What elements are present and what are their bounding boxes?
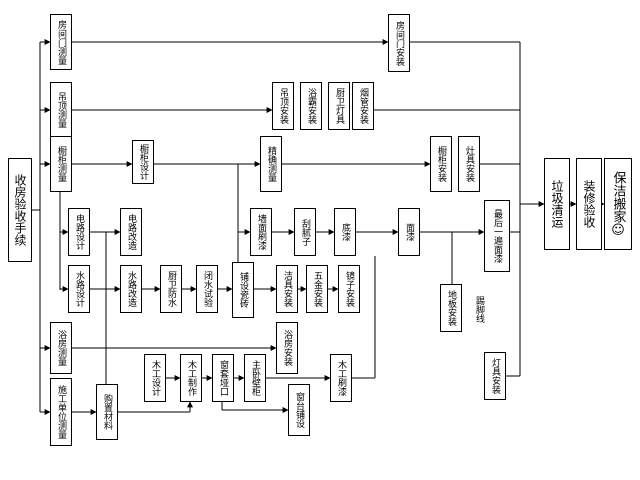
node-label: 精确测量 bbox=[266, 146, 276, 182]
node-shigong-celiang: 施工单位测量 bbox=[50, 378, 72, 446]
node-guanicizi: 刮腻子 bbox=[294, 208, 316, 256]
node-label: 保洁搬家☺ bbox=[610, 170, 626, 238]
node-dianlu-sheji: 电路设计 bbox=[68, 208, 90, 256]
node-label: 房间门安装 bbox=[394, 20, 404, 66]
node-label: 灯具安装 bbox=[490, 358, 500, 394]
node-chugui-sheji: 橱柜设计 bbox=[132, 140, 154, 184]
node-label: 洁具安装 bbox=[282, 271, 292, 307]
node-label: 墙面刷漆 bbox=[256, 214, 266, 250]
node-label: 面漆 bbox=[404, 223, 414, 241]
node-diaoding-celiang: 吊顶测量 bbox=[50, 82, 72, 138]
node-chuwei-fangshui: 厨卫防水 bbox=[160, 265, 182, 313]
node-label: 窗台铺设 bbox=[294, 392, 304, 428]
node-label: 镜子安装 bbox=[344, 271, 354, 307]
node-laji-qingyun: 垃圾清运 bbox=[544, 158, 570, 250]
node-tijiaoxian: 踢脚线 bbox=[468, 286, 490, 332]
node-shuilu-sheji: 水路设计 bbox=[68, 265, 90, 313]
node-chugui-celiang: 橱柜测量 bbox=[50, 136, 72, 192]
node-dianlu-gaizao: 电路改造 bbox=[120, 208, 142, 256]
node-label: 吊顶测量 bbox=[56, 92, 66, 128]
node-label: 垃圾清运 bbox=[550, 180, 564, 228]
node-label: 最后一遍面漆 bbox=[492, 209, 502, 263]
node-jieju-anzhuang: 洁具安装 bbox=[276, 265, 298, 313]
node-shuilu-gaizao: 水路改造 bbox=[120, 265, 142, 313]
node-label: 底漆 bbox=[340, 223, 350, 241]
node-label: 水路设计 bbox=[74, 271, 84, 307]
node-label: 主卧壁柜 bbox=[250, 360, 260, 396]
node-label: 浴房测量 bbox=[56, 330, 66, 366]
node-chuangtai-pushe: 窗台铺设 bbox=[288, 384, 310, 436]
node-label: 厨卫防水 bbox=[166, 271, 176, 307]
node-label: 木工刷漆 bbox=[336, 360, 346, 396]
node-label: 装修验收 bbox=[582, 180, 596, 228]
node-chugui-anzhuang: 橱柜安装 bbox=[430, 136, 452, 192]
node-yufang-anzhuang: 浴房安装 bbox=[276, 322, 298, 374]
node-label: 木工设计 bbox=[150, 360, 160, 396]
node-label: 烟管安装 bbox=[358, 88, 368, 124]
node-label: 闭水试验 bbox=[202, 271, 212, 307]
node-wujin-anzhuang: 五金安装 bbox=[306, 265, 328, 313]
node-label: 水路改造 bbox=[126, 271, 136, 307]
node-label: 五金安装 bbox=[312, 271, 322, 307]
node-baojie-banjia: 保洁搬家☺ bbox=[604, 158, 632, 250]
node-shoufang: 收房验收手续 bbox=[8, 158, 32, 262]
node-label: 购置材料 bbox=[102, 394, 112, 430]
node-label: 吊顶安装 bbox=[278, 88, 288, 124]
node-label: 施工单位测量 bbox=[56, 385, 66, 439]
node-fangjianmen-celiang: 房间门测量 bbox=[50, 14, 72, 70]
node-diban-anzhuang: 地板安装 bbox=[440, 284, 462, 332]
node-label: 浴霸安装 bbox=[306, 88, 316, 124]
node-yuba-anzhuang: 浴霸安装 bbox=[300, 82, 322, 130]
node-zaoju-anzhuang: 灶具安装 bbox=[458, 136, 480, 192]
node-label: 橱柜测量 bbox=[56, 146, 66, 182]
node-mugong-shuaqi: 木工刷漆 bbox=[330, 354, 352, 402]
node-label: 灶具安装 bbox=[464, 146, 474, 182]
node-diaoding-anzhuang: 吊顶安装 bbox=[272, 82, 294, 130]
node-label: 铺设瓷砖 bbox=[238, 272, 248, 308]
node-zhuangxiu-yanshou: 装修验收 bbox=[576, 158, 602, 250]
node-label: 刮腻子 bbox=[300, 218, 310, 246]
node-label: 木工制作 bbox=[186, 360, 196, 396]
node-zhuwo-bigui: 主卧壁柜 bbox=[244, 354, 266, 402]
node-label: 浴房安装 bbox=[282, 330, 292, 366]
node-yufang-celiang: 浴房测量 bbox=[50, 322, 72, 374]
node-chuangtao-yakou: 窗套垭口 bbox=[212, 354, 234, 402]
node-label: 橱柜设计 bbox=[138, 144, 148, 180]
node-mugong-zhizuo: 木工制作 bbox=[180, 354, 202, 402]
node-label: 收房验收手续 bbox=[13, 174, 27, 246]
node-qiangmian-shuaqi: 墙面刷漆 bbox=[250, 208, 272, 256]
node-zuihou-mianqi: 最后一遍面漆 bbox=[484, 200, 510, 272]
node-yanguan-anzhuang: 烟管安装 bbox=[352, 82, 374, 130]
node-pushe-ciju: 铺设瓷砖 bbox=[232, 262, 254, 318]
node-label: 电路设计 bbox=[74, 214, 84, 250]
node-label: 电路改造 bbox=[126, 214, 136, 250]
node-label: 窗套垭口 bbox=[218, 360, 228, 396]
node-bishui-shiyan: 闭水试验 bbox=[196, 265, 218, 313]
node-label: 橱柜安装 bbox=[436, 146, 446, 182]
node-label: 踢脚线 bbox=[474, 295, 484, 323]
node-gouzhi-cailiao: 购置材料 bbox=[96, 384, 118, 440]
node-mugong-sheji: 木工设计 bbox=[144, 354, 166, 402]
node-jingque-celiang: 精确测量 bbox=[260, 136, 282, 192]
node-mianqi: 面漆 bbox=[398, 208, 420, 256]
node-fangjianmen-anzhuang: 房间门安装 bbox=[388, 14, 410, 72]
node-label: 厨卫灯具 bbox=[334, 88, 344, 124]
node-label: 房间门测量 bbox=[56, 19, 66, 65]
node-chuwei-dengju: 厨卫灯具 bbox=[328, 82, 350, 130]
node-diqi: 底漆 bbox=[334, 208, 356, 256]
node-label: 地板安装 bbox=[446, 290, 456, 326]
node-jingzi-anzhuang: 镜子安装 bbox=[338, 265, 360, 313]
node-dengju-anzhuang: 灯具安装 bbox=[484, 352, 506, 400]
